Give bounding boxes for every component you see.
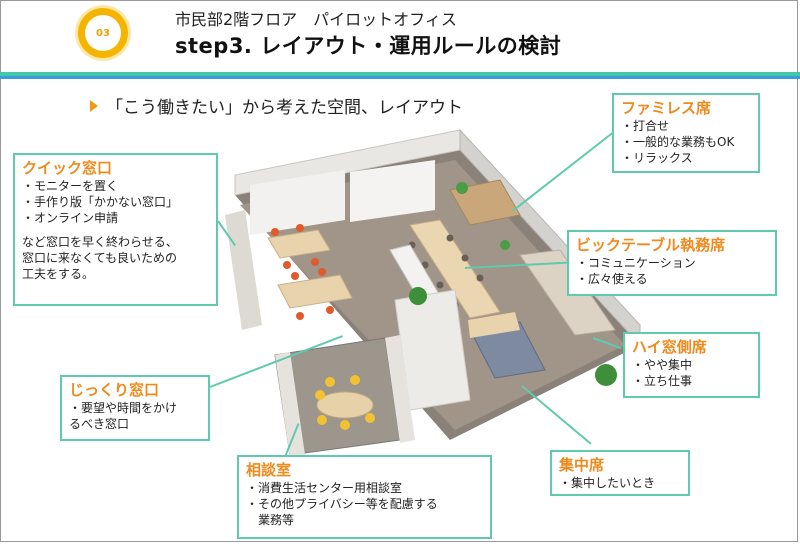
callout-title: ハイ窓側席 <box>632 338 707 356</box>
callout-item: ・一般的な業務もOK <box>621 135 735 149</box>
plant-right <box>500 240 510 250</box>
callout-title: ビックテーブル執務席 <box>576 236 726 254</box>
section-heading-text: 「こう働きたい」から考えた空間、レイアウト <box>106 98 463 118</box>
callout-jikkuri-counter: じっくり窓口 ・要望や時間をかけ るべき窓口 <box>60 375 210 441</box>
callout-item: ・手作り版「かかない窓口」 <box>22 195 179 209</box>
callout-item: ・リラックス <box>621 151 693 165</box>
callout-title: じっくり窓口 <box>69 381 160 399</box>
triangle-bullet-icon <box>90 100 98 112</box>
callout-quick-counter: クイック窓口 ・モニターを置く ・手作り版「かかない窓口」 ・オンライン申請 な… <box>13 153 218 306</box>
plant-corner <box>595 364 617 386</box>
header-rule-blue <box>0 76 800 79</box>
header-rule-green <box>0 72 800 76</box>
wall-panel-a <box>250 170 345 235</box>
callout-item: ・打合せ <box>621 119 670 133</box>
desk-quick-2 <box>277 274 353 309</box>
callout-title: 集中席 <box>559 456 605 474</box>
callout-item: ・やや集中 <box>632 358 693 372</box>
step-badge-number: 03 <box>85 15 121 51</box>
left-partition <box>225 210 262 330</box>
big-table <box>409 219 501 319</box>
consult-room-wall-right <box>385 335 415 443</box>
consult-table <box>316 391 374 419</box>
callout-consult-room: 相談室 ・消費生活センター用相談室 ・その他プライバシー等を配慮する 業務等 <box>237 455 492 539</box>
callout-item: ・コミュニケーション <box>576 256 696 270</box>
chairs-yellow <box>315 375 375 430</box>
callout-item: ・モニターを置く <box>22 179 119 193</box>
callout-title: ファミレス席 <box>621 99 712 117</box>
chairs-orange <box>271 224 334 320</box>
consult-room-wall <box>275 352 305 458</box>
famires-booth <box>449 179 521 226</box>
wall-panel-b <box>350 160 435 222</box>
step-badge: 03 <box>78 8 128 58</box>
focus-desk <box>468 312 520 338</box>
callout-note: など窓口を早く終わらせる、 窓口に来なくても良いための 工夫をする。 <box>22 235 178 281</box>
slide-title: step3. レイアウト・運用ルールの検討 <box>175 34 562 58</box>
desk-quick-1 <box>267 229 331 259</box>
callout-item: ・立ち仕事 <box>632 374 693 388</box>
callout-item: ・要望や時間をかけ <box>69 401 178 415</box>
callout-item: ・集中したいとき <box>559 476 656 490</box>
callout-item: るべき窓口 <box>69 417 130 431</box>
callout-item: ・オンライン申請 <box>22 211 119 225</box>
callout-item: ・消費生活センター用相談室 <box>246 481 403 495</box>
callout-title: クイック窓口 <box>22 159 113 177</box>
plant-center <box>409 287 427 305</box>
callout-item: 業務等 <box>246 513 295 527</box>
callout-item: ・その他プライバシー等を配慮する <box>246 497 438 511</box>
callout-item: ・広々使える <box>576 272 648 286</box>
plant-rear <box>456 182 468 194</box>
callout-famires-seat: ファミレス席 ・打合せ ・一般的な業務もOK ・リラックス <box>612 93 760 173</box>
callout-title: 相談室 <box>246 461 292 479</box>
callout-big-table: ビックテーブル執務席 ・コミュニケーション ・広々使える <box>567 230 777 296</box>
section-heading: 「こう働きたい」から考えた空間、レイアウト <box>90 93 463 118</box>
slide-subtitle: 市民部2階フロア パイロットオフィス <box>175 10 457 29</box>
callout-focus-seat: 集中席 ・集中したいとき <box>550 450 690 496</box>
callout-high-window: ハイ窓側席 ・やや集中 ・立ち仕事 <box>623 332 760 398</box>
